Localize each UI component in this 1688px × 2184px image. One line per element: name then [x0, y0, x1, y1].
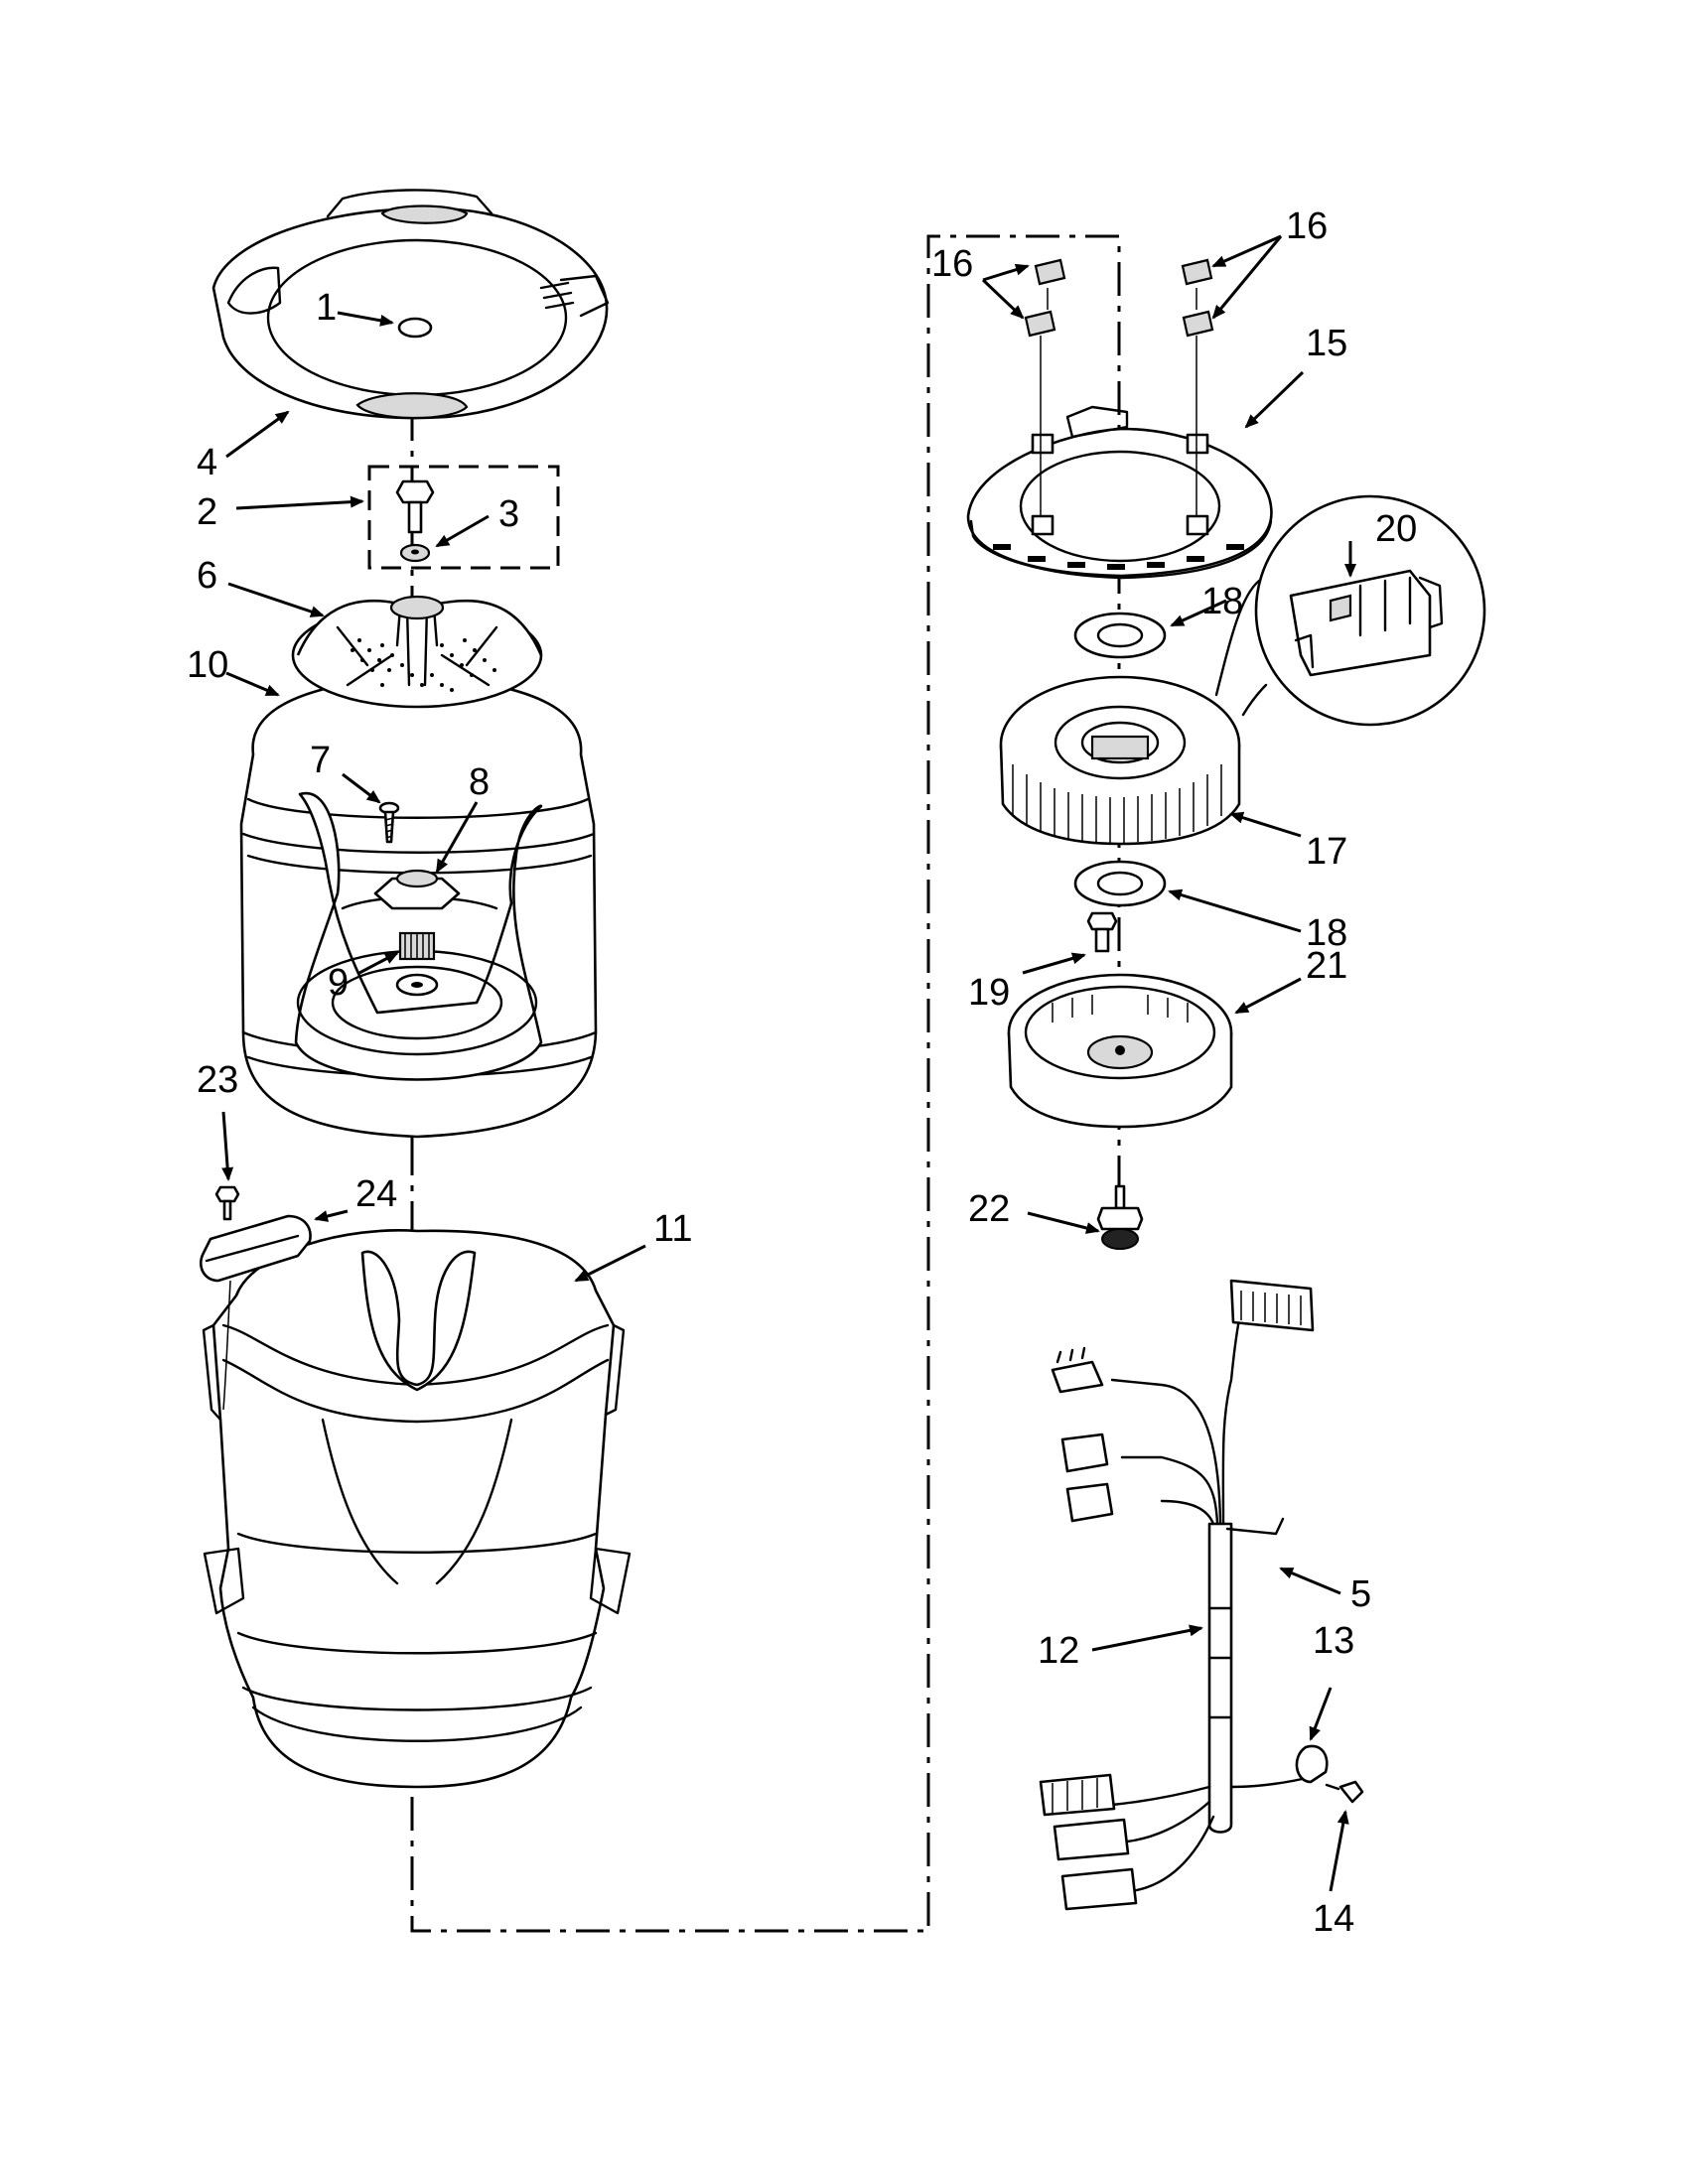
callout-14: 14	[1313, 1898, 1354, 1940]
shim-18-lower	[1073, 860, 1167, 907]
impeller	[291, 595, 543, 709]
cover-24	[199, 1214, 312, 1283]
shim-18-upper	[1073, 612, 1167, 659]
callout-2: 2	[197, 491, 217, 533]
callout-3: 3	[498, 493, 519, 535]
callout-4: 4	[197, 442, 217, 483]
bolt-washer-kit	[367, 465, 560, 570]
outer-tub	[202, 1229, 632, 1789]
stator-bracket	[966, 405, 1273, 580]
callout-18-upper: 18	[1201, 581, 1243, 622]
callout-7: 7	[310, 740, 331, 781]
callout-21: 21	[1306, 945, 1347, 987]
wire-lead	[222, 1280, 231, 1411]
stator	[999, 675, 1241, 846]
callout-24: 24	[355, 1173, 397, 1215]
nut-22	[1096, 1184, 1144, 1250]
callout-5: 5	[1350, 1573, 1371, 1615]
spline-gear	[395, 931, 439, 997]
rotor	[1007, 973, 1233, 1129]
callout-11: 11	[653, 1208, 692, 1250]
screw-14	[1325, 1780, 1364, 1804]
callout-12: 12	[1038, 1630, 1079, 1672]
cap	[397, 317, 433, 339]
bolt-19	[1086, 911, 1118, 953]
callout-15: 15	[1306, 323, 1347, 364]
callout-labels: 1 2 3 4 5 6 7 8 9 10 11 12 13 14 15 16 1…	[187, 205, 1417, 1940]
callout-22: 22	[968, 1188, 1010, 1230]
callout-19: 19	[968, 972, 1010, 1014]
callout-16-right: 16	[1286, 205, 1328, 247]
callout-8: 8	[469, 761, 490, 803]
callout-1: 1	[316, 287, 337, 329]
callout-17: 17	[1306, 831, 1347, 873]
callout-18-lower: 18	[1306, 912, 1347, 954]
leader-lines	[221, 234, 1356, 1892]
clips-16	[1024, 258, 1214, 516]
callout-20: 20	[1375, 508, 1417, 550]
tub-ring	[211, 189, 610, 420]
callout-13: 13	[1313, 1620, 1354, 1662]
screw-7	[378, 801, 400, 844]
callout-9: 9	[328, 962, 349, 1004]
callout-16-left: 16	[931, 243, 973, 285]
wire-harness	[1039, 1279, 1329, 1911]
callout-23: 23	[197, 1059, 238, 1101]
callout-6: 6	[197, 555, 217, 597]
stator-connector-detail	[1214, 494, 1486, 727]
screw-23	[214, 1185, 240, 1221]
hub-nut	[373, 869, 461, 910]
callout-10: 10	[187, 644, 228, 686]
